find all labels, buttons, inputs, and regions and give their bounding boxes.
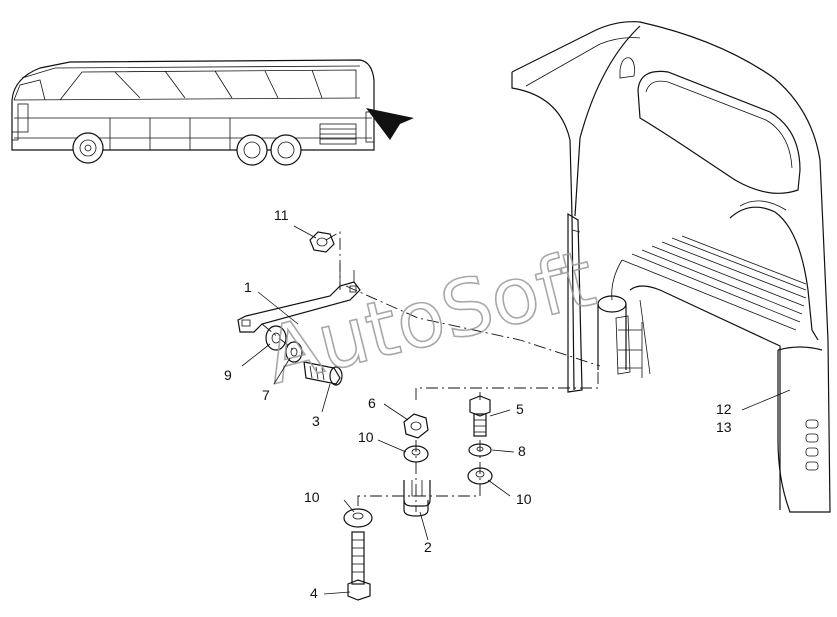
front-wheel-icon: [72, 132, 104, 164]
callout-3: 3: [312, 413, 320, 429]
location-arrow-icon: [366, 108, 414, 140]
callout-4: 4: [310, 585, 318, 601]
leader-lines: [241, 225, 791, 595]
assembly-centerlines: [261, 231, 601, 512]
callout-13: 13: [716, 419, 732, 435]
washer-part-9: [265, 325, 287, 351]
rear-wheel-icon: [236, 134, 302, 166]
callout-8: 8: [518, 443, 526, 459]
callout-labels: 11 1 9 7 3 6 10 5 8 10 10 2 4 12 13: [224, 207, 732, 601]
washer-part-10-lower: [343, 508, 373, 528]
lock-washer-part-7: [285, 341, 303, 363]
callout-10-right: 10: [516, 491, 532, 507]
hinge-post: [597, 295, 643, 378]
callout-10-upper: 10: [358, 429, 374, 445]
watermark-text: AutoSoft: [257, 234, 604, 402]
nut-part-6: [403, 413, 429, 439]
callout-7: 7: [262, 387, 270, 403]
callout-1: 1: [244, 279, 252, 295]
callout-6: 6: [368, 395, 376, 411]
rear-side-panel: [511, 21, 831, 513]
grille-ribs: [611, 235, 807, 331]
bus-locator-illustration: [11, 59, 414, 166]
clip-part-2: [403, 480, 431, 517]
bolt-part-3: [303, 361, 343, 386]
callout-2: 2: [424, 539, 432, 555]
callout-12: 12: [716, 401, 732, 417]
callout-5: 5: [516, 401, 524, 417]
nut-part-11: [309, 231, 335, 253]
bolt-part-4: [347, 531, 371, 601]
bolt-part-5: [469, 395, 491, 437]
callout-11: 11: [274, 207, 289, 223]
callout-10-lower: 10: [304, 489, 320, 505]
callout-9: 9: [224, 367, 232, 383]
side-slots: [805, 419, 819, 471]
